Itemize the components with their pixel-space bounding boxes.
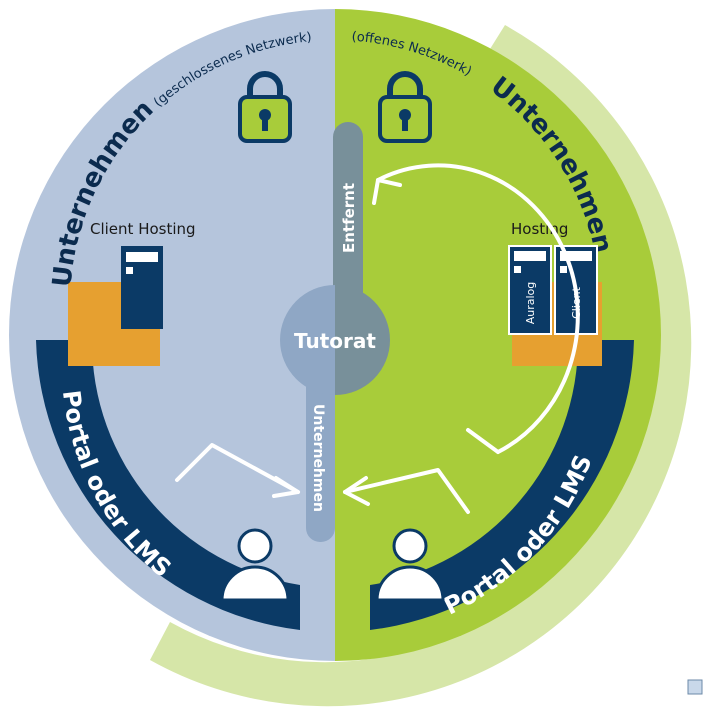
tutorat-label: Tutorat bbox=[294, 329, 376, 353]
arrow-icon bbox=[175, 443, 300, 498]
client-hosting-label: Client Hosting bbox=[90, 220, 196, 238]
arrow-icon bbox=[372, 163, 580, 454]
portal-band-right bbox=[370, 340, 634, 630]
lock-icon bbox=[238, 71, 292, 143]
arrow-icon bbox=[343, 468, 470, 514]
server-label-auralog: Auralog bbox=[524, 282, 537, 325]
corner-widget[interactable] bbox=[687, 679, 703, 695]
tutorat-hub-left bbox=[280, 285, 335, 395]
user-icon bbox=[220, 528, 290, 602]
server-icon bbox=[508, 245, 552, 335]
remote-bar-label: Entfernt bbox=[340, 183, 358, 253]
portal-band-left bbox=[36, 340, 300, 630]
company-bar-label: Unternehmen bbox=[310, 404, 326, 512]
user-icon bbox=[375, 528, 445, 602]
server-icon bbox=[121, 246, 163, 329]
tutorat-hub-right bbox=[335, 285, 390, 395]
lock-icon bbox=[378, 71, 432, 143]
hosting-label: Hosting bbox=[511, 220, 568, 238]
